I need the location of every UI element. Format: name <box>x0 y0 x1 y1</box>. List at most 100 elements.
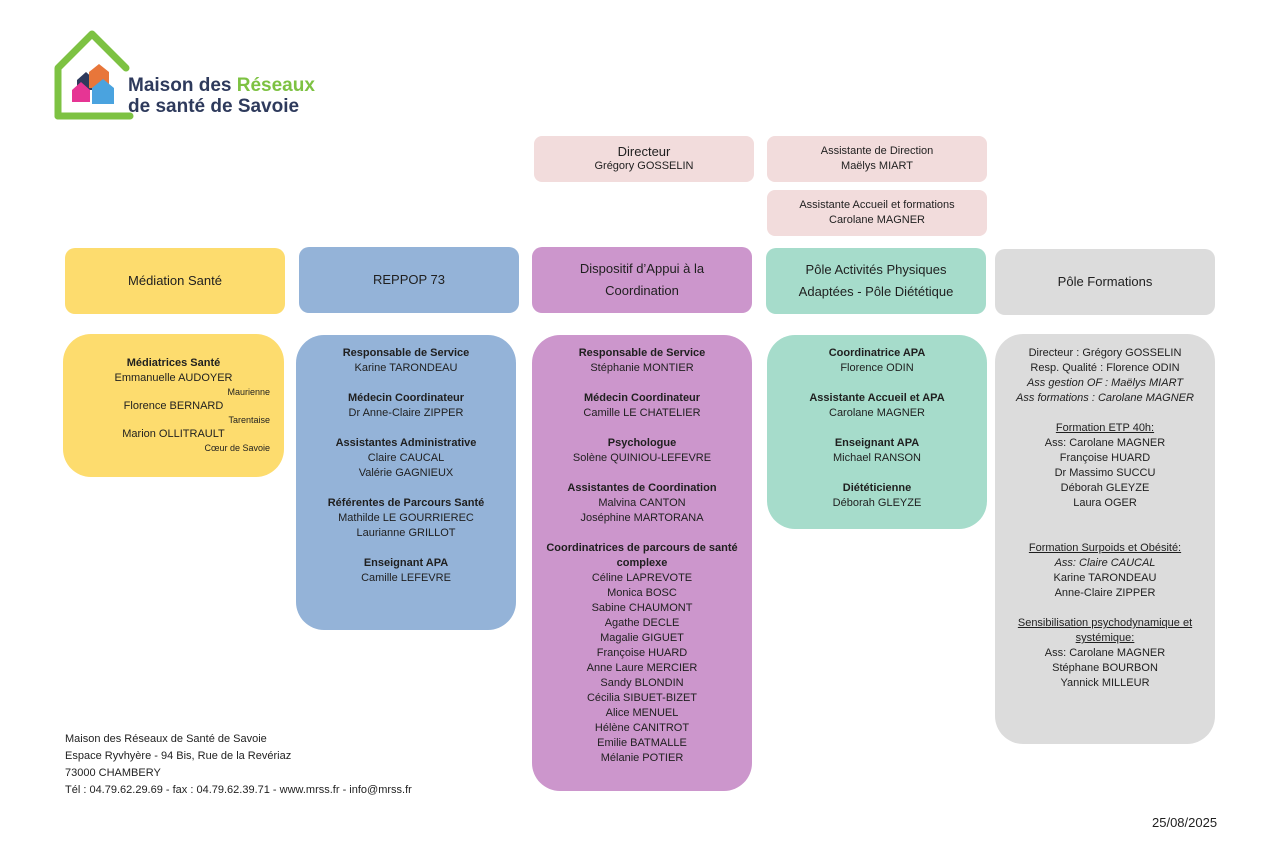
role-label: Assistantes de Coordination <box>567 482 717 494</box>
director-name: Grégory GOSSELIN <box>594 160 694 172</box>
header-formations-label: Pôle Formations <box>1057 274 1153 289</box>
person-name: Claire CAUCAL <box>367 452 445 464</box>
person-name: Agathe DECLE <box>604 617 680 629</box>
assistant-direction-name: Maëlys MIART <box>841 160 913 172</box>
person-name: Céline LAPREVOTE <box>591 572 693 584</box>
person-name: Stéphanie MONTIER <box>590 362 694 374</box>
person-name: Anne-Claire ZIPPER <box>1054 587 1156 599</box>
header-mediation: Médiation Santé <box>65 248 285 314</box>
role-label: Coordinatrices de parcours de santé <box>546 542 738 554</box>
role-label: Psychologue <box>607 437 677 449</box>
area-label: Cœur de Savoie <box>204 443 270 453</box>
person-name: Emmanuelle AUDOYER <box>114 372 233 384</box>
person-name: Cécilia SIBUET-BIZET <box>586 692 698 704</box>
obesity-title: Formation Surpoids et Obésité: <box>1028 542 1182 554</box>
person-name: Sabine CHAUMONT <box>591 602 693 614</box>
person-name: Magalie GIGUET <box>600 632 684 644</box>
header-dac-line2: Coordination <box>605 283 679 298</box>
role-label: Diététicienne <box>842 482 912 494</box>
person-name: Yannick MILLEUR <box>1060 677 1150 689</box>
house-logo-icon <box>54 30 134 120</box>
role-label: Assistantes Administrative <box>335 437 477 449</box>
person-name: Monica BOSC <box>607 587 677 599</box>
assistant-direction-title: Assistante de Direction <box>820 145 934 157</box>
header-dac: Dispositif d’Appui à la Coordination <box>532 247 752 313</box>
formations-line: Ass formations : Carolane MAGNER <box>1016 392 1194 404</box>
person-name: Laura OGER <box>1073 497 1137 509</box>
logo-line2: de santé de Savoie <box>128 96 300 117</box>
role-label: Assistante Accueil et APA <box>809 392 945 404</box>
logo-text: Maison des Réseaux de santé de Savoie <box>128 75 338 117</box>
person-name: Françoise HUARD <box>596 647 688 659</box>
footer-line: Tél : 04.79.62.29.69 - fax : 04.79.62.39… <box>65 784 412 796</box>
person-name: Marion OLLITRAULT <box>122 428 225 440</box>
header-apa: Pôle Activités Physiques Adaptées - Pôle… <box>766 248 986 314</box>
person-name: Malvina CANTON <box>598 497 686 509</box>
director-title: Directeur <box>617 144 671 159</box>
footer-line: Espace Ryvhyère - 94 Bis, Rue de la Revé… <box>65 750 292 762</box>
person-name: Florence BERNARD <box>123 400 224 412</box>
person-name: Dr Massimo SUCCU <box>1054 467 1156 479</box>
person-name: Sandy BLONDIN <box>600 677 684 689</box>
person-name: Laurianne GRILLOT <box>356 527 456 539</box>
role-mediatrices: Médiatrices Santé <box>126 357 221 369</box>
person-name: Joséphine MARTORANA <box>580 512 704 524</box>
header-apa-line1: Pôle Activités Physiques <box>805 262 947 277</box>
formations-line: Resp. Qualité : Florence ODIN <box>1030 362 1180 374</box>
assistant-accueil-title: Assistante Accueil et formations <box>799 199 955 211</box>
role-label: Médecin Coordinateur <box>583 392 701 404</box>
card-dac: Responsable de Service Stéphanie MONTIER… <box>532 335 752 791</box>
area-label: Maurienne <box>227 387 270 397</box>
document-date: 25/08/2025 <box>1152 815 1218 830</box>
person-name: Ass: Carolane MAGNER <box>1044 647 1166 659</box>
assistant-accueil-box: Assistante Accueil et formations Carolan… <box>767 190 987 236</box>
person-name: Florence ODIN <box>840 362 914 374</box>
person-name: Déborah GLEYZE <box>832 497 922 509</box>
sensibilisation-title: systémique: <box>1075 632 1135 644</box>
role-label: Enseignant APA <box>363 557 449 569</box>
footer-line: 73000 CHAMBERY <box>65 767 161 779</box>
person-name: Solène QUINIOU-LEFEVRE <box>572 452 712 464</box>
role-label: Référentes de Parcours Santé <box>327 497 485 509</box>
etp-title: Formation ETP 40h: <box>1055 422 1155 434</box>
person-name: Karine TARONDEAU <box>1053 572 1157 584</box>
header-reppop-label: REPPOP 73 <box>372 272 446 287</box>
person-name: Mathilde LE GOURRIEREC <box>338 512 474 524</box>
card-mediation: Médiatrices Santé Emmanuelle AUDOYER Mau… <box>63 334 284 477</box>
person-name: Carolane MAGNER <box>829 407 925 419</box>
header-formations: Pôle Formations <box>995 249 1215 315</box>
person-name: Ass: Carolane MAGNER <box>1044 437 1166 449</box>
role-label: Responsable de Service <box>342 347 470 359</box>
footer-address: Maison des Réseaux de Santé de Savoie Es… <box>65 731 485 799</box>
logo: Maison des Réseaux de santé de Savoie <box>52 28 332 123</box>
header-mediation-label: Médiation Santé <box>128 273 222 288</box>
director-box: Directeur Grégory GOSSELIN <box>534 136 754 182</box>
person-name: Karine TARONDEAU <box>354 362 458 374</box>
assistant-accueil-name: Carolane MAGNER <box>829 214 925 226</box>
person-name: Stéphane BOURBON <box>1052 662 1158 674</box>
area-label: Tarentaise <box>228 415 270 425</box>
card-formations: Directeur : Grégory GOSSELIN Resp. Quali… <box>995 334 1215 744</box>
role-label: complexe <box>616 557 668 569</box>
person-name: Mélanie POTIER <box>600 752 684 764</box>
formations-line: Ass gestion OF : Maëlys MIART <box>1026 377 1184 389</box>
person-name: Dr Anne-Claire ZIPPER <box>348 407 464 419</box>
header-dac-line1: Dispositif d’Appui à la <box>579 261 705 276</box>
person-name: Françoise HUARD <box>1059 452 1151 464</box>
sensibilisation-title: Sensibilisation psychodynamique et <box>1017 617 1193 629</box>
person-name: Anne Laure MERCIER <box>586 662 698 674</box>
role-label: Coordinatrice APA <box>828 347 926 359</box>
person-name: Alice MENUEL <box>605 707 679 719</box>
card-apa: Coordinatrice APA Florence ODIN Assistan… <box>767 335 987 529</box>
header-apa-line2: Adaptées - Pôle Diététique <box>798 284 954 299</box>
role-label: Médecin Coordinateur <box>347 392 465 404</box>
role-label: Responsable de Service <box>578 347 706 359</box>
formations-line: Directeur : Grégory GOSSELIN <box>1028 347 1182 359</box>
person-name: Emilie BATMALLE <box>597 737 687 749</box>
assistant-direction-box: Assistante de Direction Maëlys MIART <box>767 136 987 182</box>
logo-line1: Maison des Réseaux <box>128 75 315 96</box>
person-name: Michael RANSON <box>832 452 922 464</box>
person-name: Ass: Claire CAUCAL <box>1054 557 1156 569</box>
person-name: Déborah GLEYZE <box>1060 482 1150 494</box>
person-name: Valérie GAGNIEUX <box>358 467 454 479</box>
